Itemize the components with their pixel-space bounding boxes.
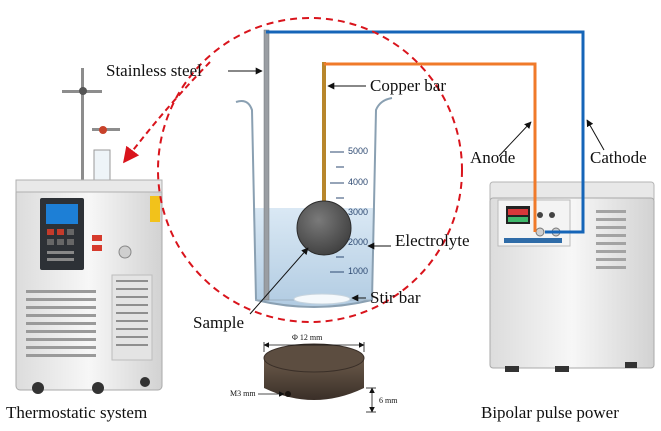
thermostatic-system	[15, 68, 163, 394]
label-cathode: Cathode	[590, 148, 647, 167]
bipolar-pulse-power-unit	[489, 181, 655, 372]
scale-label-1000: 1000	[348, 266, 369, 276]
power-side-vents	[596, 210, 626, 269]
scale-label-2000: 2000	[348, 237, 369, 247]
label-copper-bar: Copper bar	[370, 76, 447, 95]
beaker-outline	[235, 97, 393, 308]
clamp-knob	[79, 87, 87, 95]
reaction-tube	[93, 149, 111, 184]
scale-label-3000: 3000	[348, 207, 369, 217]
pellet-top	[263, 343, 365, 373]
thermostat-side-grille	[111, 274, 153, 361]
label-diameter: Φ 12 mm	[292, 333, 323, 342]
warning-label	[150, 196, 160, 222]
label-height: 6 mm	[379, 396, 398, 405]
label-electrolyte: Electrolyte	[395, 231, 470, 250]
wheel	[140, 377, 150, 387]
anode-wire	[324, 62, 537, 232]
thermostat-display	[46, 204, 78, 224]
stir-bar	[293, 293, 351, 305]
cathode-leader	[586, 119, 605, 151]
pellet-thread-hole	[285, 391, 291, 397]
scale-label-5000: 5000	[348, 146, 369, 156]
zoom-callout-circle	[157, 17, 463, 323]
label-anode: Anode	[470, 148, 516, 167]
label-thermostatic-system: Thermostatic system	[6, 403, 148, 422]
anode-leader	[498, 121, 532, 157]
copper-bar	[322, 62, 326, 210]
scale-label-4000: 4000	[348, 177, 369, 187]
callout-arrow	[123, 61, 211, 164]
sample-pellet	[258, 342, 376, 413]
stand-rod	[81, 68, 84, 183]
thermostat-vent	[26, 290, 96, 357]
label-sample: Sample	[193, 313, 244, 332]
sample-disc	[296, 200, 352, 256]
label-stir-bar: Stir bar	[370, 288, 421, 307]
stainless-steel-rod	[263, 29, 270, 301]
sample-leader	[249, 247, 309, 315]
label-stainless-steel: Stainless steel	[106, 61, 202, 80]
electrochemical-cell	[235, 29, 393, 308]
wheel	[92, 382, 104, 394]
clamp-screw	[99, 126, 107, 134]
wheel	[32, 382, 44, 394]
label-thread: M3 mm	[230, 389, 256, 398]
label-bipolar-pulse-power: Bipolar pulse power	[481, 403, 619, 422]
cathode-wire	[266, 30, 585, 234]
